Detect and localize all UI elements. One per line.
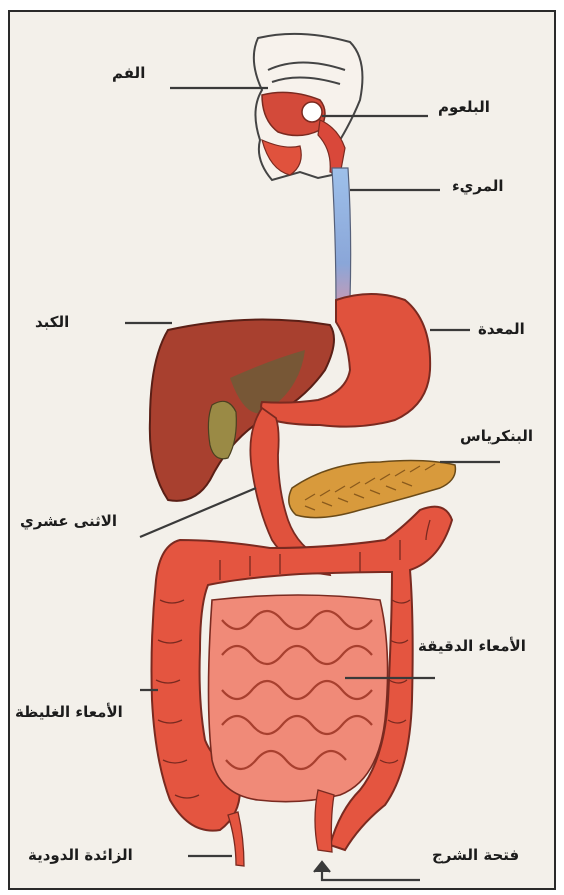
label-large-intestine: الأمعاء الغليظة [15, 703, 123, 721]
label-mouth: الفم [112, 64, 145, 82]
label-liver: الكبد [35, 313, 69, 331]
leader-line-anus [322, 866, 420, 880]
esophagus [332, 168, 351, 305]
rectum [315, 790, 334, 852]
label-small-intestine: الأمعاء الدقيقة [418, 637, 526, 655]
label-pancreas: البنكرياس [460, 427, 533, 445]
label-stomach: المعدة [478, 320, 525, 338]
label-appendix: الزائدة الدودية [28, 846, 133, 864]
anus-arrowhead [314, 862, 330, 872]
label-anus: فتحة الشرج [432, 846, 519, 864]
appendix [228, 812, 244, 866]
label-duodenum: الاثنى عشري [20, 512, 117, 530]
label-pharynx: البلعوم [438, 98, 490, 116]
gallbladder [208, 401, 236, 458]
leader-line-duodenum [140, 488, 256, 537]
label-esophagus: المريء [452, 177, 504, 195]
small-intestine [209, 595, 388, 802]
